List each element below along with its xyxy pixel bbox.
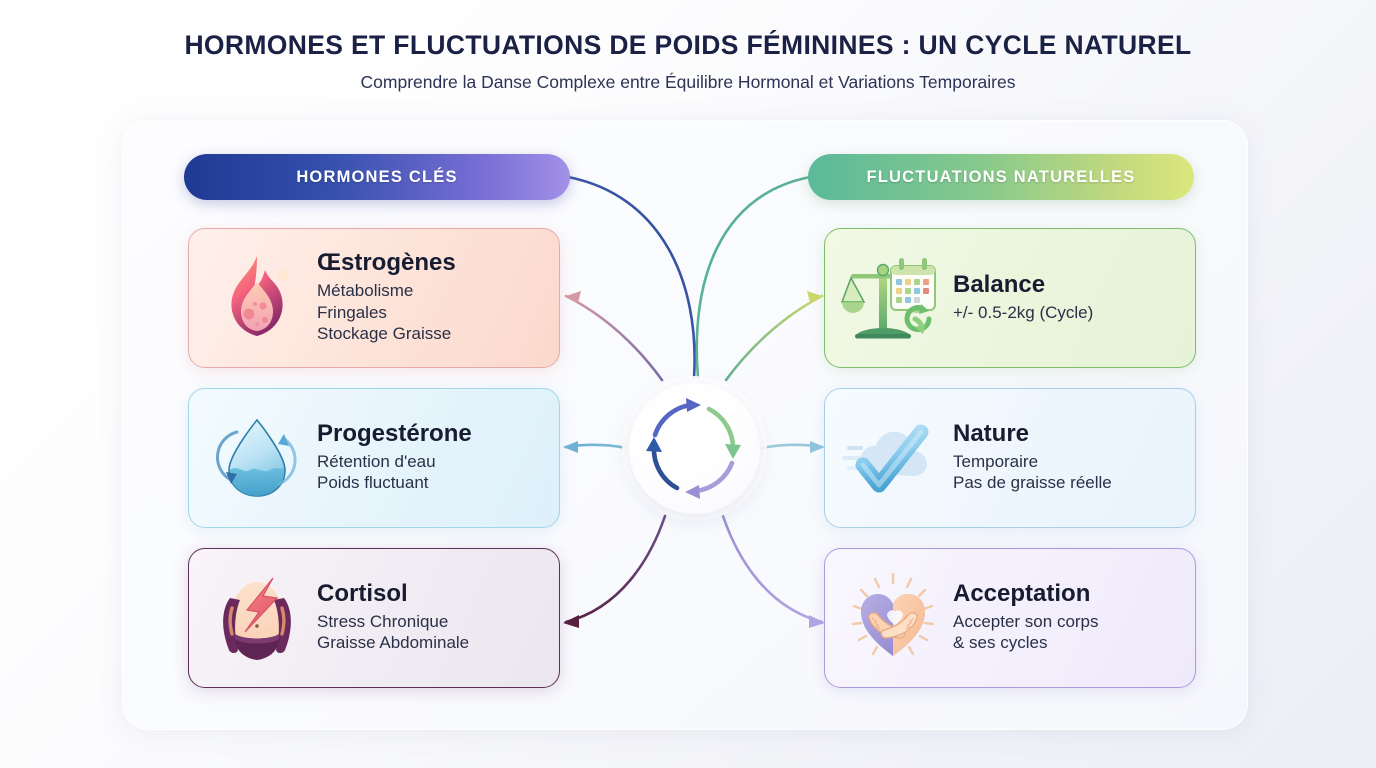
card-line: Stockage Graisse <box>317 324 452 344</box>
central-cycle-hub[interactable] <box>629 383 760 514</box>
card-balance[interactable]: Balance +/- 0.5-2kg (Cycle) <box>824 228 1196 368</box>
page-header: HORMONES ET FLUCTUATIONS DE POIDS FÉMINI… <box>0 30 1376 93</box>
card-progesterone-text: Progestérone Rétention d'eau Poids fluct… <box>311 420 472 496</box>
card-progesterone[interactable]: Progestérone Rétention d'eau Poids fluct… <box>188 388 560 528</box>
card-line: Poids fluctuant <box>317 473 429 493</box>
torso-lightning-icon <box>203 564 311 672</box>
cloud-check-icon <box>839 404 947 512</box>
column-header-fluctuations[interactable]: FLUCTUATIONS NATURELLES <box>808 154 1194 200</box>
card-line: Rétention d'eau <box>317 451 436 471</box>
card-cortisol-text: Cortisol Stress Chronique Graisse Abdomi… <box>311 580 469 656</box>
heart-hug-icon <box>839 564 947 672</box>
page-title: HORMONES ET FLUCTUATIONS DE POIDS FÉMINI… <box>184 30 1192 60</box>
column-header-hormones[interactable]: HORMONES CLÉS <box>184 154 570 200</box>
card-line: Stress Chronique <box>317 611 449 631</box>
card-cortisol[interactable]: Cortisol Stress Chronique Graisse Abdomi… <box>188 548 560 688</box>
card-acceptation-text: Acceptation Accepter son corps & ses cyc… <box>947 580 1099 656</box>
cycle-arrows-icon <box>646 398 741 499</box>
card-title: Cortisol <box>317 579 408 607</box>
card-line: Métabolisme <box>317 280 414 300</box>
card-title: Nature <box>953 419 1030 447</box>
water-drop-icon <box>203 404 311 512</box>
card-nature[interactable]: Nature Temporaire Pas de graisse réelle <box>824 388 1196 528</box>
flame-icon <box>203 244 311 352</box>
card-title: Balance <box>953 270 1046 298</box>
card-estrogenes-text: Œstrogènes Métabolisme Fringales Stockag… <box>311 249 456 347</box>
card-line: Graisse Abdominale <box>317 633 470 653</box>
card-line: Pas de graisse réelle <box>953 473 1112 493</box>
card-line: +/- 0.5-2kg (Cycle) <box>953 302 1094 322</box>
column-header-hormones-label: HORMONES CLÉS <box>296 167 458 186</box>
card-title: Acceptation <box>953 579 1091 607</box>
card-line: Accepter son corps <box>953 611 1099 631</box>
column-header-fluctuations-label: FLUCTUATIONS NATURELLES <box>866 167 1136 186</box>
card-line: & ses cycles <box>953 633 1048 653</box>
card-line: Fringales <box>317 302 387 322</box>
card-estrogenes[interactable]: Œstrogènes Métabolisme Fringales Stockag… <box>188 228 560 368</box>
card-balance-text: Balance +/- 0.5-2kg (Cycle) <box>947 271 1093 326</box>
card-title: Progestérone <box>317 419 472 447</box>
page-subtitle: Comprendre la Danse Complexe entre Équil… <box>360 72 1016 92</box>
card-nature-text: Nature Temporaire Pas de graisse réelle <box>947 420 1112 496</box>
card-line: Temporaire <box>953 451 1039 471</box>
card-title: Œstrogènes <box>317 248 456 276</box>
card-acceptation[interactable]: Acceptation Accepter son corps & ses cyc… <box>824 548 1196 688</box>
scale-calendar-icon <box>839 244 947 352</box>
